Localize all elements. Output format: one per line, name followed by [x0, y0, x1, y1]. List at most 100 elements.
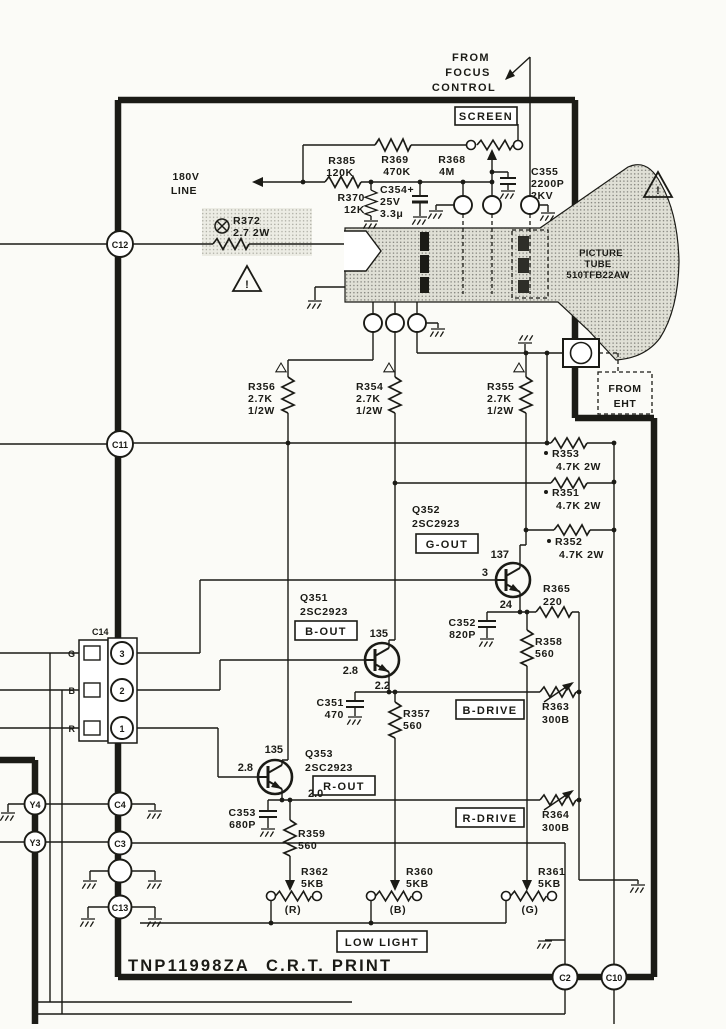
c14-label: C14	[92, 627, 109, 637]
c4-label: C4	[114, 800, 126, 810]
wire-b-label: B	[69, 686, 76, 696]
pin-1: 1	[119, 724, 124, 734]
q352-tag: G-OUT	[426, 539, 468, 551]
focus-label: FOCUS	[445, 67, 491, 79]
tube-label: 510TFB22AW	[566, 270, 629, 281]
r385-ref: R385	[328, 155, 356, 167]
r362-val: 5KB	[301, 878, 324, 890]
warning-triangle: !	[642, 170, 674, 198]
r356-ref: R356	[248, 381, 276, 393]
r355-val: 1/2W	[487, 405, 514, 417]
r368-ref: R368	[438, 154, 466, 166]
y3-label: Y3	[29, 838, 40, 848]
c355-val: 2200P	[531, 178, 564, 190]
r385-val: 120K	[326, 167, 354, 179]
focus-label: CONTROL	[432, 82, 496, 94]
focus-label: FROM	[452, 52, 490, 64]
c352-val: 820P	[449, 629, 476, 641]
return-line	[132, 842, 566, 964]
r372-highlight	[202, 208, 312, 256]
r369-val: 470K	[383, 166, 411, 178]
warning-mark: !	[656, 185, 660, 197]
tube-label: PICTURE	[579, 248, 623, 259]
supply-resistors-4k7: R353 4.7K 2W R351 4.7K 2W R352 4.7K 2W	[133, 437, 646, 964]
r354-ref: R354	[356, 381, 384, 393]
c354-val: 3.3μ	[380, 208, 403, 220]
eht-label: FROM	[608, 383, 641, 395]
c10-label: C10	[606, 973, 623, 983]
r369-ref: R369	[381, 154, 409, 166]
b-drive-label: B-DRIVE	[462, 705, 517, 717]
warning-mark: !	[245, 279, 249, 291]
wire-r-label: R	[69, 724, 76, 734]
q353-ve: 2.0	[308, 788, 323, 800]
c353-val: 680P	[229, 819, 256, 831]
r352-val: 4.7K 2W	[559, 549, 604, 561]
r358-val: 560	[535, 648, 554, 660]
q352-vc: 137	[491, 549, 509, 561]
r364-val: 300B	[542, 822, 570, 834]
r356-val: 1/2W	[248, 405, 275, 417]
eht-terminal-icon	[569, 341, 593, 365]
y4-label: Y4	[29, 800, 40, 810]
r359-ref: R359	[298, 828, 326, 840]
cutoff-pots: R362 5KB (R) R360 5KB (B) R361 5KB (G)	[140, 866, 565, 926]
q353-vb: 2.8	[238, 762, 253, 774]
q353-r-out: Q353 2SC2923 R-OUT 135 2.8 2.0 C353 680P…	[133, 727, 582, 872]
low-light-label: LOW LIGHT	[345, 937, 419, 949]
c355-ref: C355	[531, 166, 559, 178]
q351-part: 2SC2923	[300, 606, 348, 618]
r372-val: 2.7 2W	[233, 227, 270, 239]
q353-tag: R-OUT	[323, 781, 365, 793]
r372-ref: R372	[233, 215, 261, 227]
r360-val: 5KB	[406, 878, 429, 890]
q351-b-out: Q351 2SC2923 B-OUT 135 2.8 2.2 C351 470 …	[133, 592, 582, 872]
q353-vc: 135	[265, 744, 283, 756]
tube-socket-pins-bottom	[287, 302, 563, 377]
r355-val: 2.7K	[487, 393, 512, 405]
q353-ref: Q353	[305, 748, 333, 760]
r-drive-label: R-DRIVE	[462, 813, 517, 825]
r364-ref: R364	[542, 809, 570, 821]
r363-ref: R363	[542, 701, 570, 713]
r362-ref: R362	[301, 866, 329, 878]
q352-ve: 24	[500, 599, 513, 611]
left-edge-connectors: C12 C11 Y4 Y3 C4 C3 C13	[0, 230, 163, 928]
c354-val: 25V	[380, 196, 400, 208]
r353-ref: R353	[552, 448, 580, 460]
r360-ref: R360	[406, 866, 434, 878]
r358-ref: R358	[535, 636, 563, 648]
warning-triangle: !	[231, 264, 263, 292]
heater-r372-section: R372 2.7 2W	[133, 208, 344, 256]
bottom-labels: LOW LIGHT TNP11998ZA C.R.T. PRINT C2 C10	[128, 930, 628, 991]
c14-connector: C14 G B R 3 2 1	[68, 627, 138, 744]
r360-tag: (B)	[390, 904, 406, 916]
offboard-wires	[0, 243, 615, 1024]
q352-part: 2SC2923	[412, 518, 460, 530]
eht-section: FROM EHT	[517, 334, 653, 443]
screen-section: SCREEN R369 470K R368 4M 180V LINE R385 …	[171, 106, 564, 230]
r368-val: 4M	[439, 166, 455, 178]
picture-tube: PICTURE TUBE 510TFB22AW	[306, 164, 680, 361]
c13-label: C13	[112, 903, 129, 913]
q352-g-out: Q352 2SC2923 G-OUT 137 3 24 R365 220 C35…	[133, 504, 579, 872]
r361-val: 5KB	[538, 878, 561, 890]
c351-ref: C351	[316, 697, 344, 709]
r354-val: 1/2W	[356, 405, 383, 417]
c351-val: 470	[325, 709, 344, 721]
q351-ve: 2.2	[375, 680, 390, 692]
wire-g-label: G	[68, 649, 75, 659]
bias-resistors-2k7: R356 2.7K 1/2W R354 2.7K 1/2W R355 2.7K …	[248, 353, 533, 761]
r359-val: 560	[298, 840, 317, 852]
q352-ref: Q352	[412, 504, 440, 516]
screen-box	[454, 106, 518, 126]
electron-gun-icon	[344, 230, 382, 272]
screen-label: SCREEN	[459, 111, 513, 123]
r354-val: 2.7K	[356, 393, 381, 405]
r370-ref: R370	[337, 192, 365, 204]
q353-part: 2SC2923	[305, 762, 353, 774]
r365-ref: R365	[543, 583, 571, 595]
c3-label: C3	[114, 839, 126, 849]
